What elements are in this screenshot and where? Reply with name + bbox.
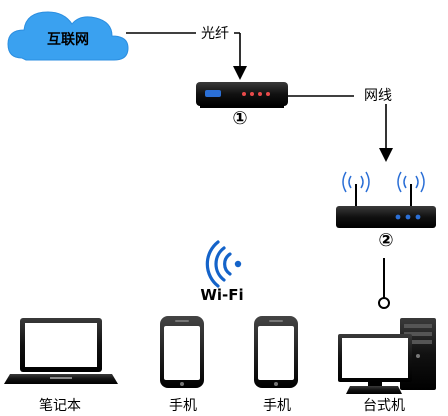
router-marker: ② <box>378 230 393 251</box>
router-led <box>395 214 401 220</box>
laptop-node: 笔记本 <box>4 318 118 414</box>
fiber-label-bg <box>196 24 234 42</box>
wifi-label: Wi-Fi <box>200 286 243 304</box>
phone-1-label: 手机 <box>169 398 197 414</box>
phone-1-node: 手机 <box>160 316 204 414</box>
internet-cloud-node: 互联网 <box>7 11 129 61</box>
router-antenna-right <box>397 171 425 208</box>
modem-device-node: ① <box>196 82 288 129</box>
desktop-node: 台式机 <box>338 318 436 414</box>
desktop-icon <box>338 318 436 394</box>
router-body <box>336 206 436 228</box>
arrow-down-icon <box>233 66 247 80</box>
cloud-icon <box>7 11 129 61</box>
router-desktop-link <box>378 258 390 309</box>
modem-foot <box>200 105 284 108</box>
modem-marker: ① <box>232 108 247 129</box>
router-led <box>405 214 411 220</box>
router-led <box>415 214 421 220</box>
router-antenna-left <box>342 171 370 208</box>
cable-label-bg <box>354 86 394 104</box>
modem-led <box>242 92 246 96</box>
phone-icon <box>160 316 204 388</box>
cable-plug-icon <box>378 297 390 309</box>
fiber-connection: 光纤 <box>126 24 247 80</box>
modem-indicator <box>205 90 221 97</box>
desktop-label: 台式机 <box>363 398 405 414</box>
modem-led <box>250 92 254 96</box>
wifi-node: Wi-Fi <box>200 240 244 304</box>
phone-2-label: 手机 <box>263 398 291 414</box>
modem-led <box>266 92 270 96</box>
router-device-node: ② <box>336 171 436 251</box>
fiber-label: 光纤 <box>201 26 229 42</box>
laptop-label: 笔记本 <box>39 398 81 414</box>
cable-connection: 网线 <box>288 86 394 162</box>
cable-label: 网线 <box>364 88 392 104</box>
internet-label: 互联网 <box>47 32 89 48</box>
phone-2-node: 手机 <box>254 316 298 414</box>
phone-icon <box>254 316 298 388</box>
modem-led <box>258 92 262 96</box>
wifi-icon <box>205 240 242 288</box>
arrow-down-icon <box>379 148 393 162</box>
laptop-icon <box>4 318 118 384</box>
